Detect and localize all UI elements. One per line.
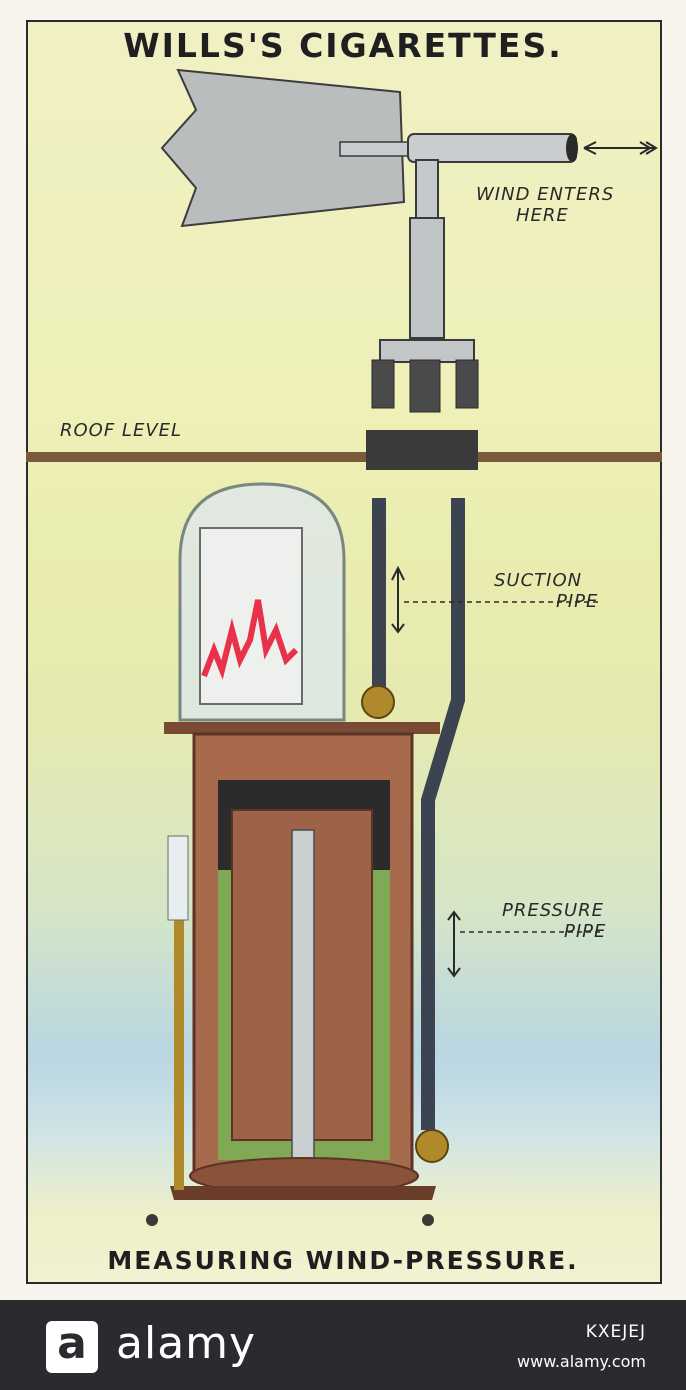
site-url: www.alamy.com (517, 1352, 646, 1371)
central-tube (292, 830, 314, 1180)
recording-drum (200, 528, 302, 704)
watermark-footer (0, 1300, 686, 1390)
pressure-pipe-label: PRESSURE PIPE (502, 900, 606, 942)
suction-line1: SUCTION (494, 570, 598, 591)
image-id: KXEJEJ (586, 1322, 646, 1342)
pressure-valve (416, 1130, 448, 1162)
alamy-logo-letter: a (46, 1316, 98, 1368)
suction-valve (362, 686, 394, 718)
wind-inlet-tube (408, 134, 576, 162)
wind-enters-label: WIND ENTERS HERE (476, 184, 614, 226)
suction-pipe-label: SUCTION PIPE (494, 570, 598, 612)
card-caption: MEASURING WIND-PRESSURE. (0, 1246, 686, 1275)
gauge-rod (174, 920, 184, 1190)
cigarette-card: WILLS'S CIGARETTES. WIND ENTERS HERE ROO… (0, 0, 686, 1300)
alamy-brand: alamy (116, 1318, 256, 1369)
mast-manifold (380, 340, 474, 362)
pressure-pipe (428, 498, 458, 1130)
suction-line2: PIPE (494, 591, 598, 612)
gauge-glass (168, 836, 188, 920)
wind-enters-line2: HERE (476, 205, 614, 226)
wind-enters-line1: WIND ENTERS (476, 184, 614, 205)
inlet-mouth (566, 134, 578, 162)
pressure-line1: PRESSURE (502, 900, 606, 921)
card-title: WILLS'S CIGARETTES. (0, 26, 686, 65)
pressure-line2: PIPE (502, 921, 606, 942)
suction-pipe (372, 498, 386, 688)
mast-upper (416, 160, 438, 220)
roof-level-line (26, 452, 662, 462)
mast-lower (410, 218, 444, 338)
roof-level-label: ROOF LEVEL (60, 420, 182, 441)
